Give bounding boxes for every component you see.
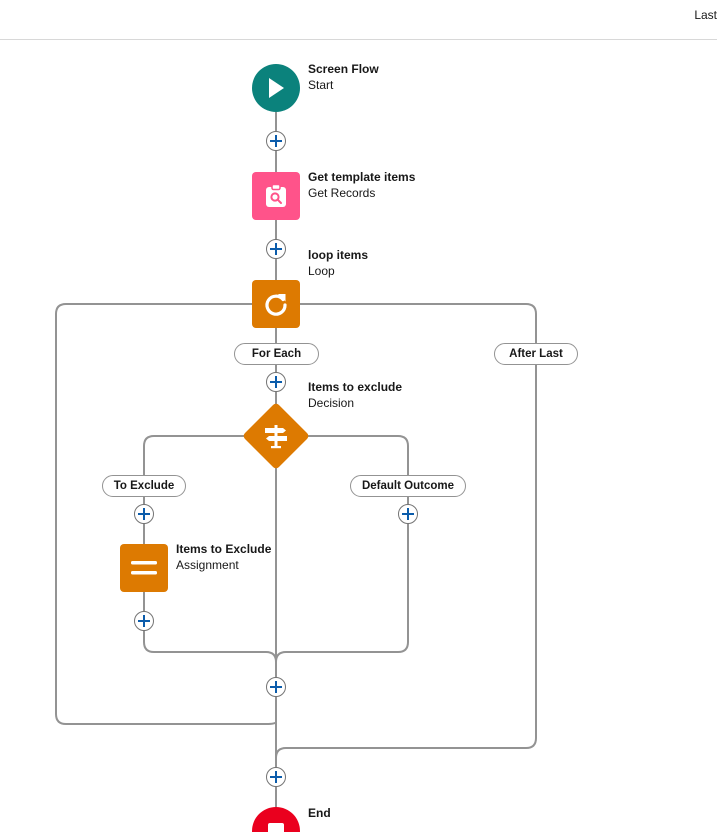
for-each-path-label[interactable]: For Each	[234, 343, 319, 365]
add-element-button[interactable]	[134, 504, 154, 524]
add-element-button[interactable]	[266, 239, 286, 259]
get-records-node-label: Get template items Get Records	[308, 169, 415, 201]
assignment-node-label: Items to Exclude Assignment	[176, 541, 271, 573]
start-node-title: Screen Flow	[308, 62, 379, 76]
to-exclude-path-label[interactable]: To Exclude	[102, 475, 186, 497]
connector-for-each-loop-back	[55, 303, 277, 725]
default-outcome-path-label[interactable]: Default Outcome	[350, 475, 466, 497]
connector-after-last	[275, 303, 537, 759]
end-node-title: End	[308, 806, 331, 820]
loop-node-title: loop items	[308, 248, 369, 262]
add-element-button[interactable]	[266, 677, 286, 697]
assignment-node-title: Items to Exclude	[176, 542, 272, 556]
get-records-node-subtitle: Get Records	[308, 186, 376, 200]
plus-icon	[270, 135, 282, 147]
loop-icon	[265, 294, 287, 316]
start-node-subtitle: Start	[308, 78, 334, 92]
plus-icon	[138, 508, 150, 520]
add-element-button[interactable]	[134, 611, 154, 631]
add-element-button[interactable]	[266, 131, 286, 151]
connector-default-outcome-branch	[275, 435, 409, 663]
add-element-button[interactable]	[398, 504, 418, 524]
decision-node-subtitle: Decision	[308, 396, 355, 410]
plus-icon	[402, 508, 414, 520]
clipboard-search-icon	[266, 183, 286, 207]
assignment-node[interactable]	[120, 544, 168, 592]
add-element-button[interactable]	[266, 767, 286, 787]
plus-icon	[270, 681, 282, 693]
top-toolbar: Last	[0, 0, 717, 40]
add-element-button[interactable]	[266, 372, 286, 392]
play-icon	[269, 78, 284, 98]
assignment-node-subtitle: Assignment	[176, 558, 239, 572]
plus-icon	[270, 771, 282, 783]
connector-to-exclude-branch	[143, 435, 277, 663]
decision-node[interactable]	[242, 402, 310, 470]
decision-node-title: Items to exclude	[308, 380, 403, 394]
after-last-path-label[interactable]: After Last	[494, 343, 578, 365]
toolbar-text: Last	[694, 8, 717, 22]
plus-icon	[270, 243, 282, 255]
loop-node[interactable]	[252, 280, 300, 328]
loop-node-subtitle: Loop	[308, 264, 335, 278]
get-records-node[interactable]	[252, 172, 300, 220]
stop-icon	[268, 823, 284, 832]
plus-icon	[138, 615, 150, 627]
get-records-node-title: Get template items	[308, 170, 416, 184]
decision-node-label: Items to exclude Decision	[308, 379, 402, 411]
end-node-label: End	[308, 805, 331, 821]
signpost-icon	[265, 425, 287, 449]
equals-icon	[131, 561, 157, 575]
loop-node-label: loop items Loop	[308, 247, 368, 279]
plus-icon	[270, 376, 282, 388]
start-node-label: Screen Flow Start	[308, 61, 379, 93]
start-node[interactable]	[252, 64, 300, 112]
